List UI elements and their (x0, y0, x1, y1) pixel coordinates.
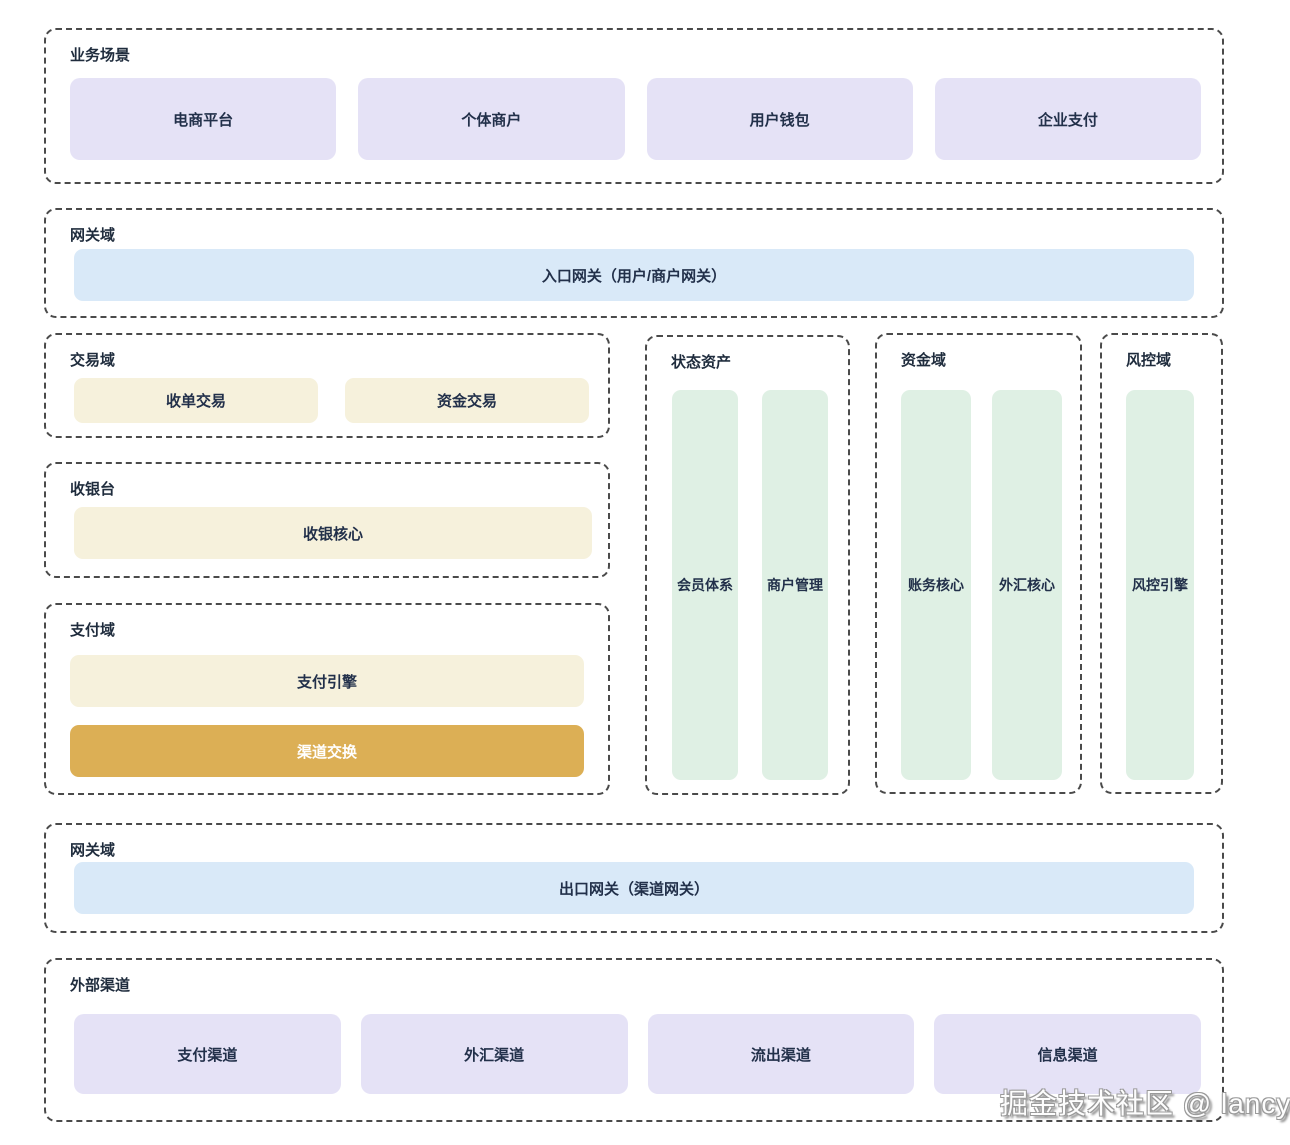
node-forex-channel: 外汇渠道 (360, 1014, 628, 1094)
node-channel-exchange: 渠道交换 (70, 725, 584, 777)
section-label: 状态资产 (671, 354, 732, 371)
node-payment-engine: 支付引擎 (70, 655, 584, 707)
section-label: 风控域 (1126, 352, 1172, 369)
node-info-channel: 信息渠道 (934, 1014, 1201, 1094)
node-acquiring-transaction: 收单交易 (74, 378, 318, 423)
node-fund-transaction: 资金交易 (345, 378, 589, 423)
trade-node-row: 收单交易 资金交易 (74, 378, 589, 423)
watermark: 掘金技术社区 @ lancy (1000, 1088, 1290, 1119)
fund-node-row: 账务核心 外汇核心 (901, 390, 1062, 780)
node-member-system: 会员体系 (672, 390, 738, 780)
section-trade-domain: 交易域 收单交易 资金交易 (44, 333, 610, 438)
node-payment-channel: 支付渠道 (74, 1014, 341, 1094)
state-assets-node-row: 会员体系 商户管理 (672, 390, 828, 780)
section-label: 交易域 (70, 352, 116, 369)
section-label: 网关域 (70, 842, 116, 859)
node-accounting-core: 账务核心 (901, 390, 971, 780)
section-state-assets: 状态资产 会员体系 商户管理 (645, 335, 850, 795)
section-gateway-inbound: 网关域 入口网关（用户/商户网关） (44, 208, 1224, 318)
section-label: 外部渠道 (70, 977, 131, 994)
gateway-node-row: 出口网关（渠道网关） (74, 862, 1194, 914)
node-merchant-management: 商户管理 (762, 390, 828, 780)
section-business-scenarios: 业务场景 电商平台 个体商户 用户钱包 企业支付 (44, 28, 1224, 184)
node-cashier-core: 收银核心 (74, 507, 592, 559)
section-external-channels: 外部渠道 支付渠道 外汇渠道 流出渠道 信息渠道 (44, 958, 1224, 1122)
section-payment-domain: 支付域 支付引擎 渠道交换 (44, 603, 610, 795)
channel-exchange-row: 渠道交换 (70, 725, 584, 777)
section-risk-domain: 风控域 风控引擎 (1100, 333, 1223, 794)
node-enterprise-payment: 企业支付 (934, 78, 1201, 160)
node-risk-engine: 风控引擎 (1126, 390, 1194, 780)
external-node-row: 支付渠道 外汇渠道 流出渠道 信息渠道 (74, 1014, 1201, 1094)
risk-node-row: 风控引擎 (1126, 390, 1194, 780)
section-label: 收银台 (70, 481, 116, 498)
section-label: 支付域 (70, 622, 116, 639)
section-gateway-outbound: 网关域 出口网关（渠道网关） (44, 823, 1224, 933)
gateway-node-row: 入口网关（用户/商户网关） (74, 249, 1194, 301)
section-cashier: 收银台 收银核心 (44, 462, 610, 578)
payment-engine-row: 支付引擎 (70, 655, 584, 707)
section-label: 网关域 (70, 227, 116, 244)
node-ecommerce-platform: 电商平台 (70, 78, 337, 160)
node-outflow-channel: 流出渠道 (647, 1014, 915, 1094)
section-fund-domain: 资金域 账务核心 外汇核心 (875, 333, 1082, 794)
node-individual-merchant: 个体商户 (358, 78, 625, 160)
node-forex-core: 外汇核心 (992, 390, 1062, 780)
node-exit-gateway: 出口网关（渠道网关） (74, 862, 1194, 914)
node-user-wallet: 用户钱包 (646, 78, 913, 160)
business-node-row: 电商平台 个体商户 用户钱包 企业支付 (70, 78, 1201, 160)
cashier-node-row: 收银核心 (74, 507, 592, 559)
node-entry-gateway: 入口网关（用户/商户网关） (74, 249, 1194, 301)
section-label: 业务场景 (70, 47, 131, 64)
section-label: 资金域 (901, 352, 947, 369)
